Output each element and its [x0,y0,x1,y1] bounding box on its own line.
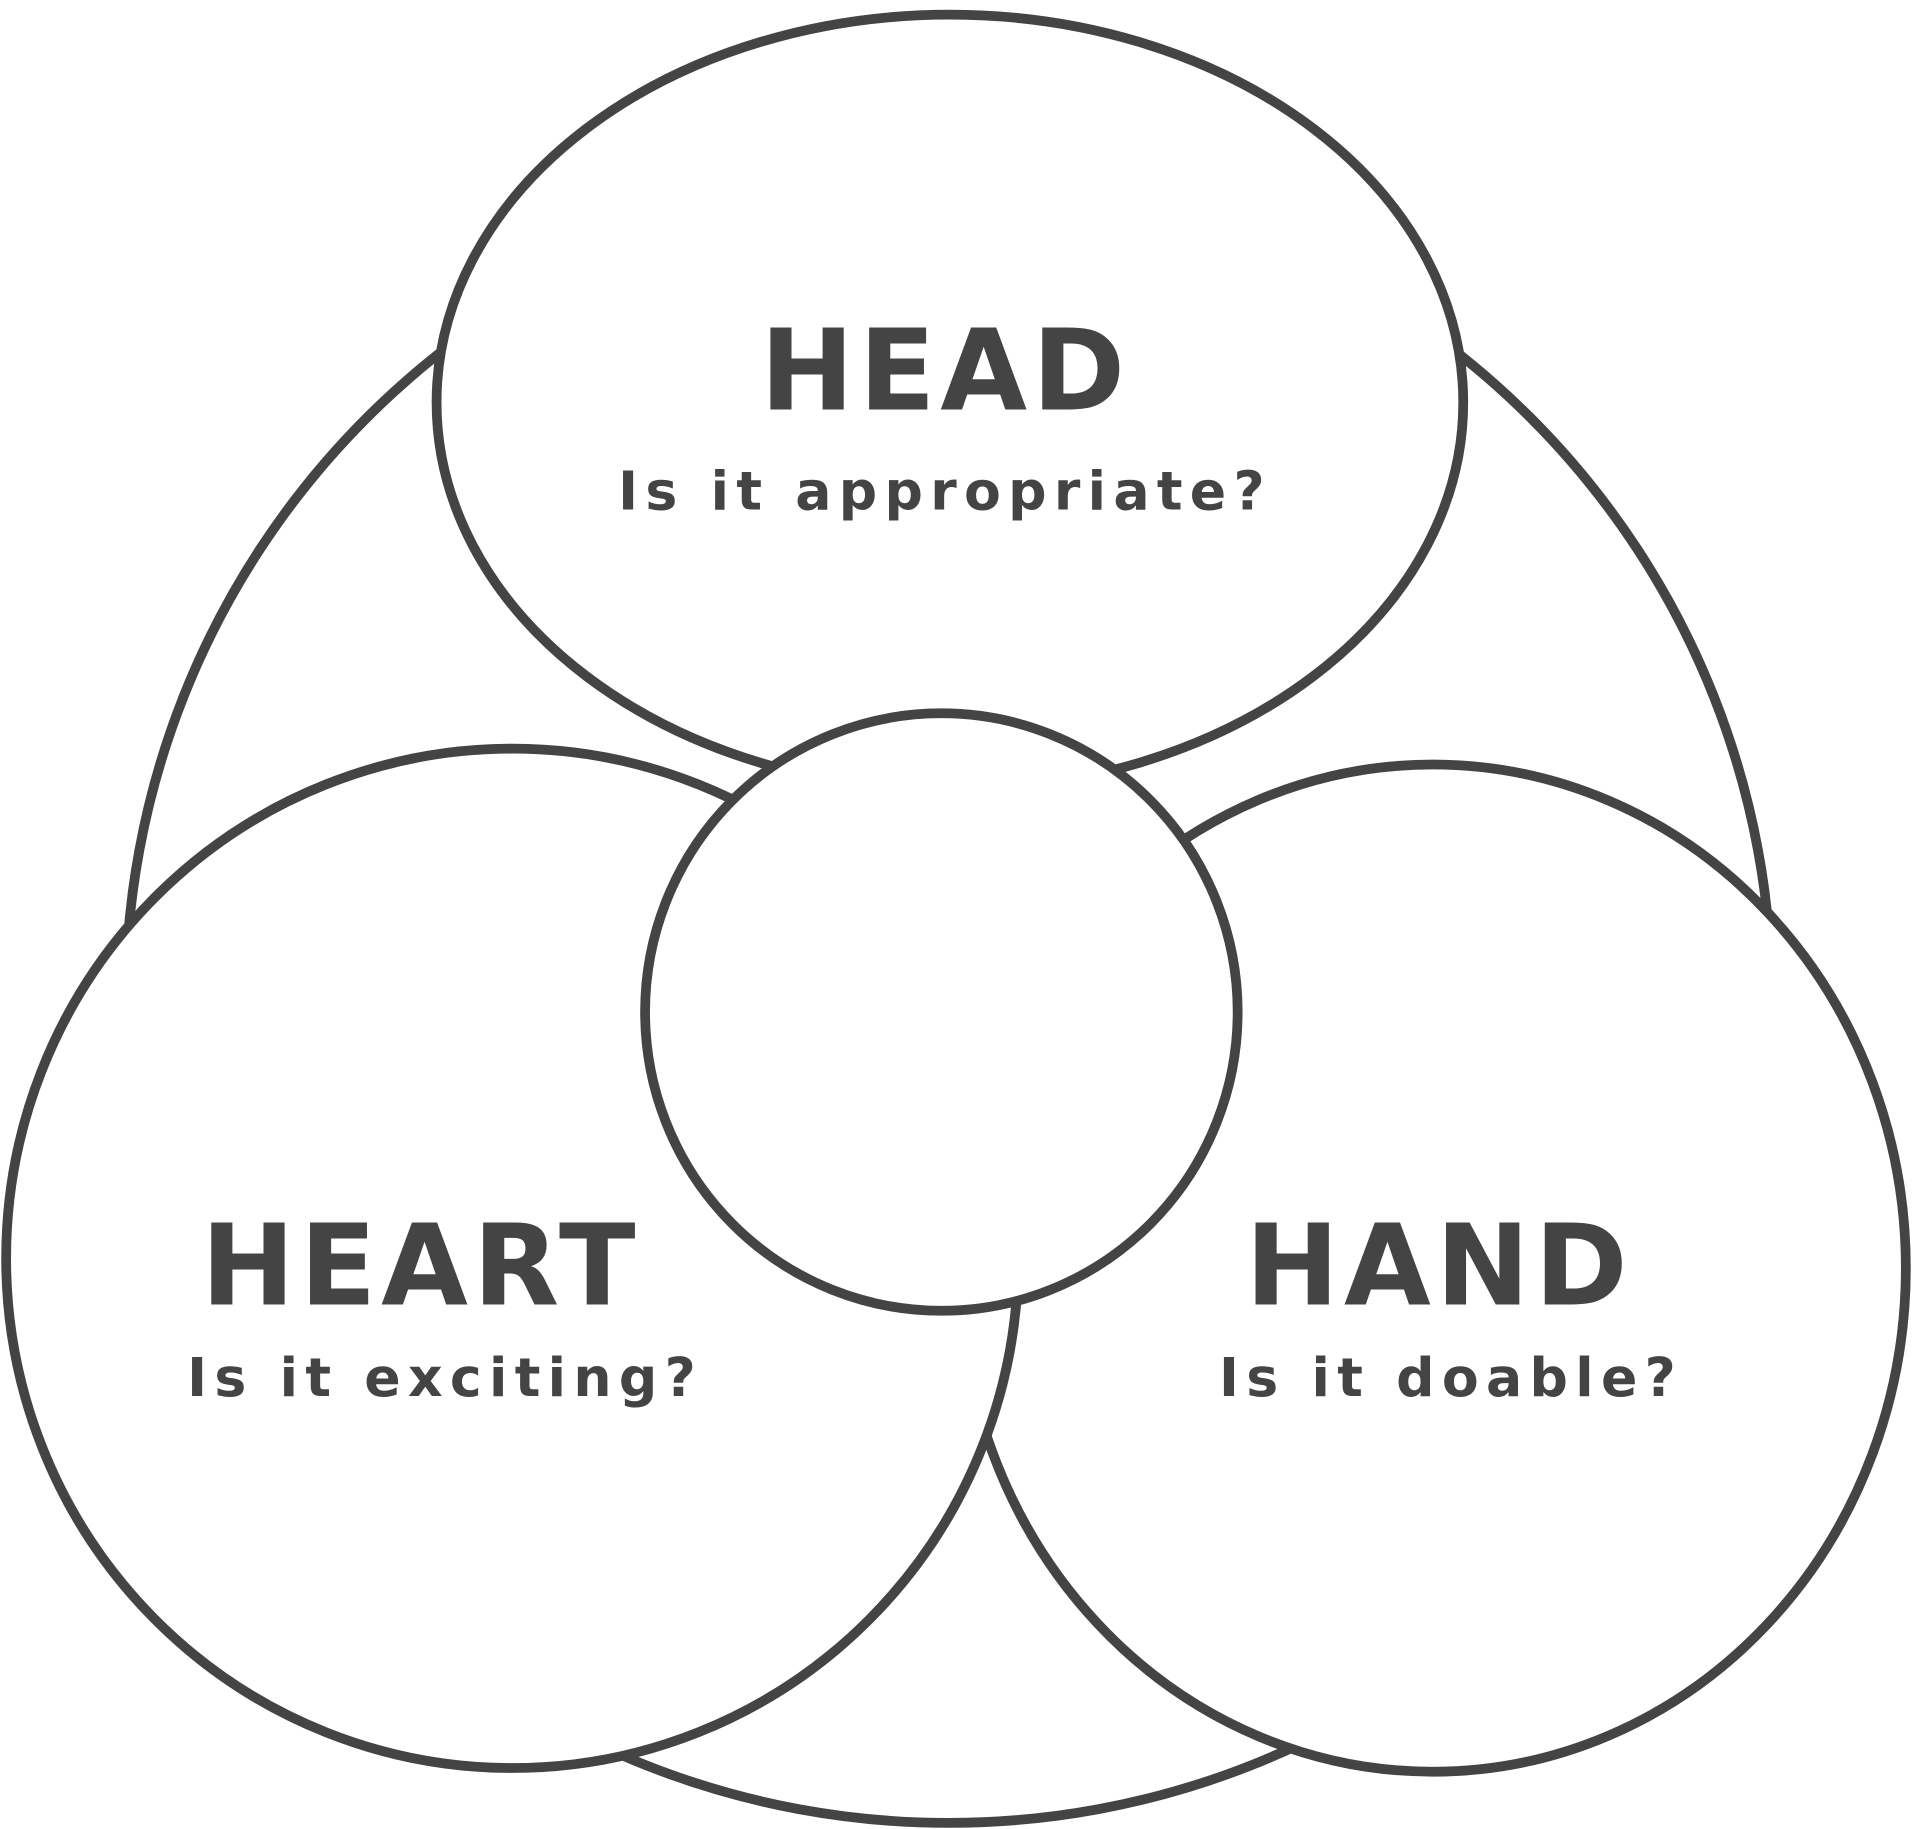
head-title: HEAD [760,307,1130,437]
head-question: Is it appropriate? [618,460,1272,523]
hand-question: Is it doable? [1219,1346,1683,1409]
hand-title: HAND [1245,1202,1632,1332]
heart-question: Is it exciting? [187,1346,703,1409]
heart-title: HEART [201,1202,641,1332]
center-circle [640,708,1243,1316]
